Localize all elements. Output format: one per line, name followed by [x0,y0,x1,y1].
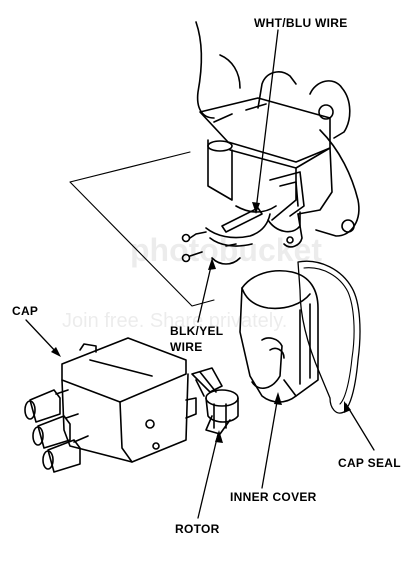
leader-lines [25,29,375,519]
leader-inner-cover [261,395,279,489]
label-cap-seal: CAP SEAL [338,456,401,470]
inner-cover-outline [239,270,319,403]
label-cap: CAP [12,304,39,318]
leader-arrowheads [51,202,351,443]
cap-seal-inner [303,267,355,405]
label-wht-blu-wire: WHT/BLU WIRE [254,16,348,30]
leader-cap-seal [345,403,375,451]
label-inner-cover: INNER COVER [230,490,317,504]
leader-rotor [197,433,219,519]
leader-wht-blu [255,29,279,211]
distributor-housing [199,80,360,248]
reference-plane [69,151,215,307]
leader-blk-yel [197,261,213,323]
watermark-brand: photobucket [130,232,322,268]
leader-cap [25,319,59,355]
label-blk-yel-line1: BLK/YEL [170,324,224,338]
cap-seal-outline [297,260,361,414]
label-blk-yel-line2: WIRE [170,340,203,354]
label-rotor: ROTOR [175,522,220,536]
cap-outline [24,337,197,473]
wire-assembly [181,207,271,265]
rotor-outline [191,367,239,435]
engine-block-outline [195,21,297,119]
watermark-tagline: Join free. Share privately. [62,310,288,332]
